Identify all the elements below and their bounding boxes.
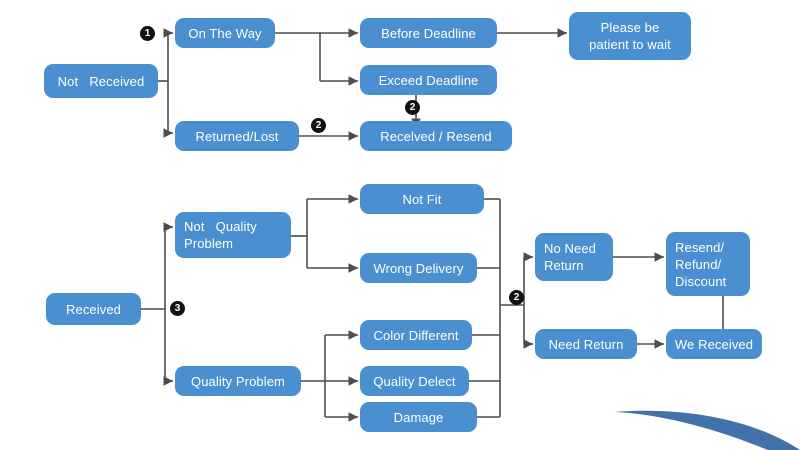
step-marker-2-return-split: 2 <box>509 290 524 305</box>
node-we-received[interactable]: We Received <box>666 329 762 359</box>
decorative-swoosh <box>614 410 800 450</box>
node-no-need-return[interactable]: No Need Return <box>535 233 613 281</box>
node-recelved-resend[interactable]: Recelved / Resend <box>360 121 512 151</box>
step-marker-1: 1 <box>140 26 155 41</box>
node-please-be-patient[interactable]: Please be patient to wait <box>569 12 691 60</box>
node-resend-refund-discount[interactable]: Resend/ Refund/ Discount <box>666 232 750 296</box>
step-marker-2-exceed: 2 <box>405 100 420 115</box>
node-need-return[interactable]: Need Return <box>535 329 637 359</box>
step-marker-3: 3 <box>170 301 185 316</box>
node-received[interactable]: Received <box>46 293 141 325</box>
node-not-quality-problem[interactable]: Not Quality Problem <box>175 212 291 258</box>
node-exceed-deadline[interactable]: Exceed Deadline <box>360 65 497 95</box>
node-damage[interactable]: Damage <box>360 402 477 432</box>
node-wrong-delivery[interactable]: Wrong Delivery <box>360 253 477 283</box>
node-returned-lost[interactable]: Returned/Lost <box>175 121 299 151</box>
node-quality-delect[interactable]: Quality Delect <box>360 366 469 396</box>
step-marker-2-returned: 2 <box>311 118 326 133</box>
node-not-fit[interactable]: Not Fit <box>360 184 484 214</box>
node-not-received[interactable]: Not Received <box>44 64 158 98</box>
node-on-the-way[interactable]: On The Way <box>175 18 275 48</box>
node-color-different[interactable]: Color Different <box>360 320 472 350</box>
node-before-deadline[interactable]: Before Deadline <box>360 18 497 48</box>
node-quality-problem[interactable]: Quality Problem <box>175 366 301 396</box>
